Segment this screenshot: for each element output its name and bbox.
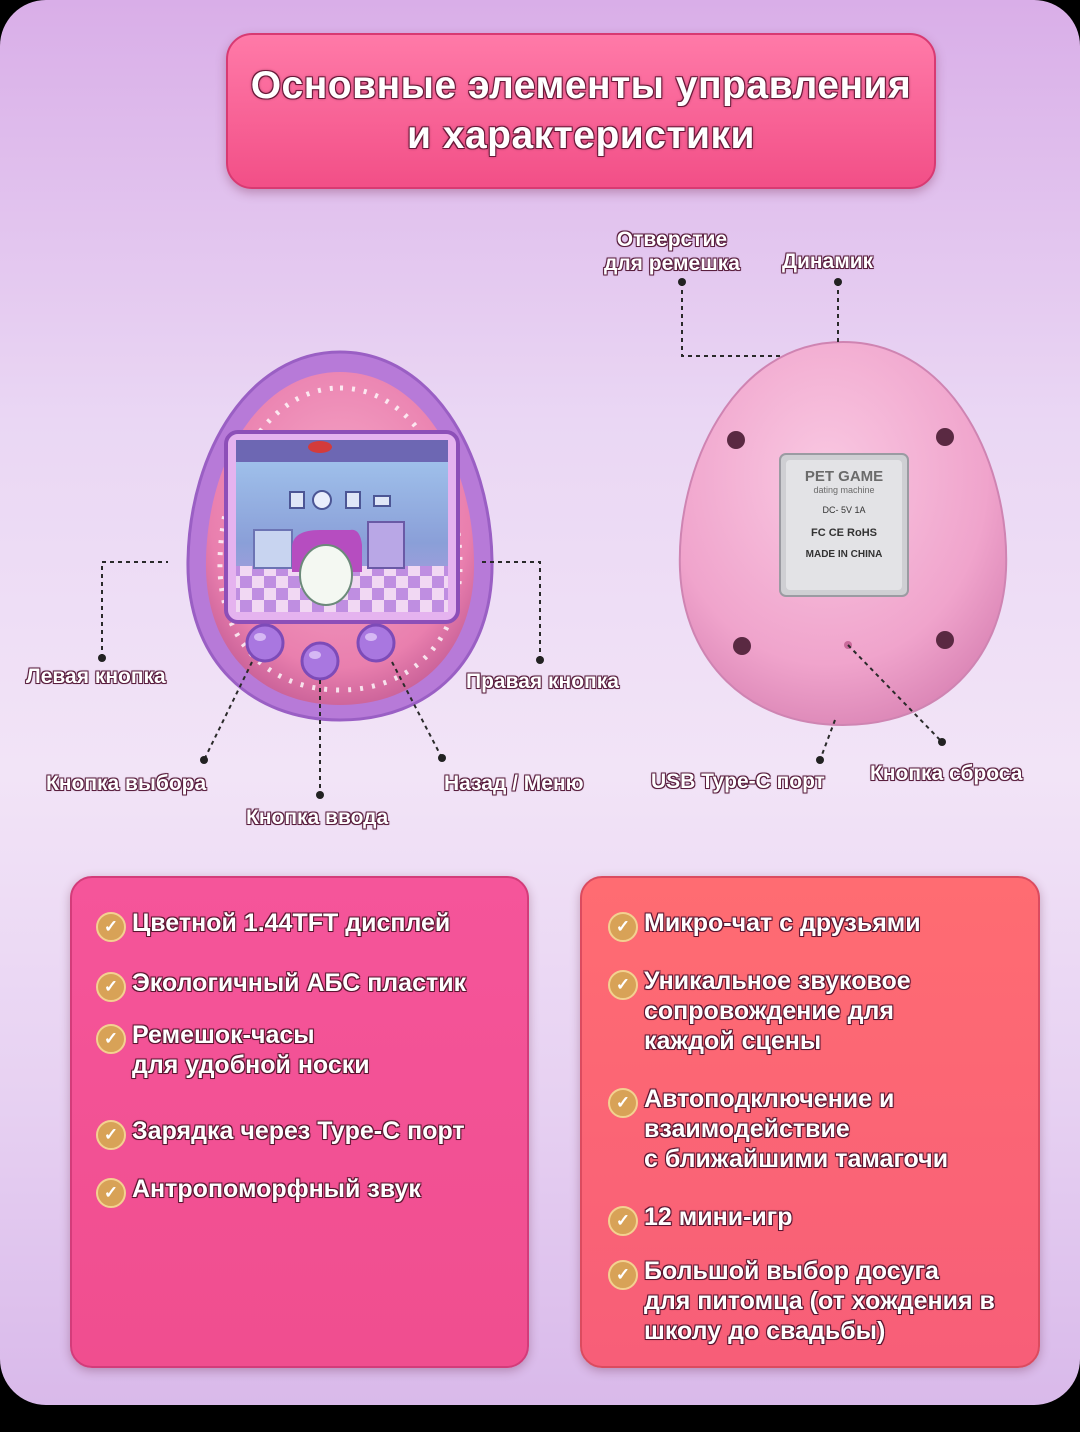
label-enter-button: Кнопка ввода — [246, 806, 389, 829]
check-icon: ✓ — [608, 970, 638, 1000]
label-reset-button: Кнопка сброса — [870, 762, 1023, 785]
feature-item: ✓ Автоподключение и взаимодействие с бли… — [608, 1084, 948, 1174]
check-icon: ✓ — [96, 1120, 126, 1150]
title-line-1: Основные элементы управления — [250, 64, 912, 107]
sticker-line-1: PET GAME — [804, 468, 884, 485]
feature-text: Экологичный АБС пластик — [132, 969, 467, 997]
feature-text: 12 мини-игр — [644, 1203, 793, 1231]
feature-text: Антропоморфный звук — [132, 1175, 421, 1203]
label-left-button: Левая кнопка — [26, 665, 166, 688]
features-panel-left: ✓ Цветной 1.44TFT дисплей ✓ Экологичный … — [70, 876, 529, 1368]
feature-text: Зарядка через Type-C порт — [132, 1117, 465, 1145]
sticker-line-4: FC CE RoHS — [811, 527, 877, 539]
device-sticker: PET GAME dating machine DC- 5V 1A FC CE … — [786, 468, 902, 560]
feature-text: Цветной 1.44TFT дисплей — [132, 909, 451, 937]
feature-item: ✓ Микро-чат с друзьями — [608, 908, 921, 942]
leader-lines — [101, 282, 943, 795]
feature-item: ✓ Ремешок-часы для удобной носки — [96, 1020, 370, 1080]
label-speaker: Динамик — [782, 250, 874, 273]
check-icon: ✓ — [608, 1260, 638, 1290]
check-icon: ✓ — [608, 1088, 638, 1118]
enter-button-shape — [300, 641, 340, 681]
feature-item: ✓ Экологичный АБС пластик — [96, 968, 466, 1002]
leader-dots — [98, 278, 946, 799]
check-icon: ✓ — [96, 1024, 126, 1054]
sticker-line-5: MADE IN CHINA — [805, 549, 883, 560]
check-icon: ✓ — [96, 912, 126, 942]
title-line-2: и характеристики — [406, 114, 756, 157]
label-strap-hole: Отверстие для ремешка — [604, 228, 740, 275]
check-icon: ✓ — [96, 972, 126, 1002]
title-banner: Основные элементы управления и характери… — [226, 33, 936, 189]
feature-item: ✓ Зарядка через Type-C порт — [96, 1116, 465, 1150]
label-usb-port: USB Type-C порт — [651, 770, 825, 793]
device-back — [678, 340, 1008, 727]
feature-item: ✓ Уникальное звуковое сопровождение для … — [608, 966, 911, 1056]
label-select-button: Кнопка выбора — [46, 772, 207, 795]
feature-text: Большой выбор досуга для питомца (от хож… — [644, 1257, 995, 1345]
feature-text: Микро-чат с друзьями — [644, 909, 921, 937]
device-front — [186, 350, 494, 722]
feature-text: Уникальное звуковое сопровождение для ка… — [644, 967, 911, 1055]
feature-text: Ремешок-часы для удобной носки — [132, 1021, 370, 1079]
check-icon: ✓ — [608, 912, 638, 942]
label-back-menu: Назад / Меню — [444, 772, 584, 795]
sticker-line-3: DC- 5V 1A — [822, 505, 866, 515]
left-button-shape — [245, 623, 285, 663]
features-panel-right: ✓ Микро-чат с друзьями ✓ Уникальное звук… — [580, 876, 1040, 1368]
feature-text: Автоподключение и взаимодействие с ближа… — [644, 1085, 949, 1173]
label-right-button: Правая кнопка — [466, 670, 619, 693]
check-icon: ✓ — [608, 1206, 638, 1236]
feature-item: ✓ Антропоморфный звук — [96, 1174, 421, 1208]
feature-item: ✓ Цветной 1.44TFT дисплей — [96, 908, 450, 942]
feature-item: ✓ 12 мини-игр — [608, 1202, 792, 1236]
sticker-line-2: dating machine — [813, 485, 875, 495]
check-icon: ✓ — [96, 1178, 126, 1208]
feature-item: ✓ Большой выбор досуга для питомца (от х… — [608, 1256, 995, 1346]
device-illustration — [98, 278, 1008, 799]
right-button-shape — [356, 623, 396, 663]
